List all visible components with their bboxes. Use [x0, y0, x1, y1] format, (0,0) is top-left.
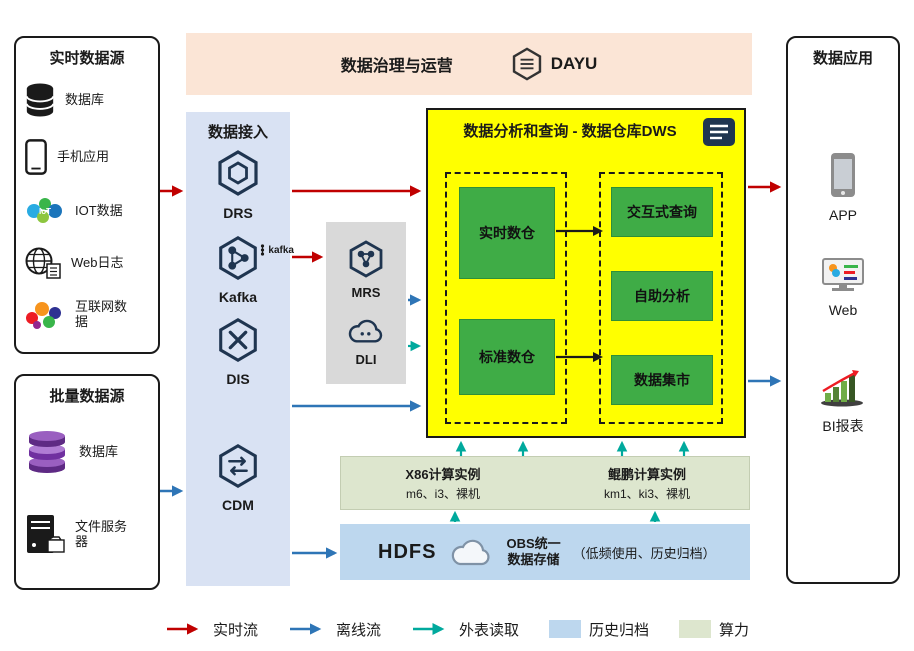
x86-compute-cell: X86计算实例 m6、i3、裸机 — [341, 457, 545, 509]
drs-hexagon-icon — [215, 148, 261, 198]
kunpeng-compute-models: km1、ki3、裸机 — [603, 487, 690, 501]
services-group: 交互式查询 自助分析 数据集市 — [599, 172, 723, 424]
ingestion-column: 数据接入 DRS kafka Kafka — [186, 112, 294, 586]
ingestion-item-dis: DIS — [186, 316, 290, 387]
panel-title: 实时数据源 — [49, 50, 125, 67]
ingestion-item-kafka: kafka Kafka — [186, 234, 294, 305]
list-item: 手机应用 — [24, 138, 154, 176]
source-label: 手机应用 — [57, 148, 110, 164]
dayu-logo: DAYU — [511, 46, 598, 82]
dis-hexagon-icon — [216, 316, 260, 364]
middleware-panel: MRS DLI — [326, 222, 406, 384]
source-label: 数据库 — [65, 91, 105, 107]
kunpeng-compute-cell: 鲲鹏计算实例 km1、ki3、裸机 — [545, 457, 749, 509]
applications-panel: 数据应用 APP Web BI报表 — [786, 36, 900, 584]
source-label: IOT数据 — [75, 202, 123, 218]
database-stack-icon — [24, 429, 70, 475]
kunpeng-compute-title: 鲲鹏计算实例 — [607, 467, 686, 482]
iot-icon: IoT — [24, 196, 66, 226]
application-item-web: Web — [788, 257, 898, 318]
middleware-item-mrs: MRS — [348, 239, 384, 300]
archive-swatch — [549, 620, 581, 638]
obs-storage-note: （低频使用、历史归档） — [572, 545, 716, 561]
self-service-analysis-box: 自助分析 — [611, 271, 713, 321]
middleware-label: DLI — [355, 352, 377, 368]
ingestion-item-drs: DRS — [186, 148, 290, 221]
legend: 实时流 离线流 外表读取 历史归档 算力 — [0, 614, 914, 644]
app-phone-icon — [829, 152, 857, 198]
batch-sources-panel: 批量数据源 数据库 文件服务器 — [14, 374, 160, 590]
cdm-hexagon-icon — [216, 442, 260, 490]
x86-compute-title: X86计算实例 — [405, 467, 481, 482]
x86-compute-models: m6、i3、裸机 — [405, 487, 480, 501]
bi-chart-icon — [819, 367, 867, 407]
internet-data-icon — [24, 300, 66, 330]
application-item-bi: BI报表 — [788, 367, 898, 436]
ingestion-item-cdm: CDM — [186, 442, 290, 513]
legend-item-realtime: 实时流 — [165, 619, 258, 640]
middleware-label: MRS — [351, 284, 381, 300]
governance-title: 数据治理与运营 — [340, 58, 453, 75]
svg-text:IoT: IoT — [39, 207, 51, 216]
list-item: Web日志 — [24, 246, 154, 280]
globe-log-icon — [24, 246, 62, 280]
kafka-logo-icon — [259, 244, 266, 256]
obs-storage-title: OBS统一 数据存储 — [506, 535, 561, 567]
dayu-hexagon-icon — [511, 46, 543, 82]
ingestion-label: DRS — [223, 205, 253, 221]
red-arrow-icon — [165, 623, 205, 635]
ingestion-title: 数据接入 — [207, 124, 268, 141]
legend-item-external: 外表读取 — [411, 619, 519, 640]
kafka-hexagon-icon — [216, 234, 260, 282]
list-item: IoT IOT数据 — [24, 196, 154, 226]
compute-swatch — [679, 620, 712, 638]
ingestion-label: DIS — [226, 371, 250, 387]
mrs-hexagon-icon — [348, 239, 384, 279]
kafka-wordmark: kafka — [259, 244, 294, 256]
legend-item-offline: 离线流 — [288, 619, 381, 640]
source-label: 文件服务器 — [75, 519, 128, 549]
legend-item-archive: 历史归档 — [549, 619, 649, 640]
dws-title: 数据分析和查询 - 数据仓库DWS — [463, 123, 677, 140]
dli-cloud-icon — [345, 316, 387, 346]
mobile-phone-icon — [24, 138, 48, 176]
list-item: 数据库 — [24, 429, 154, 475]
compute-instances-bar: X86计算实例 m6、i3、裸机 鲲鹏计算实例 km1、ki3、裸机 — [340, 456, 750, 510]
list-item: 文件服务器 — [24, 513, 154, 557]
teal-arrow-icon — [411, 623, 451, 635]
hdfs-label: HDFS — [378, 540, 437, 563]
interactive-query-box: 交互式查询 — [611, 187, 713, 237]
list-item: 互联网数据 — [24, 299, 154, 330]
obs-cloud-icon — [448, 536, 494, 568]
application-label: BI报表 — [822, 418, 864, 434]
dws-document-icon — [702, 117, 736, 147]
source-label: 互联网数据 — [75, 299, 128, 329]
ingestion-label: CDM — [222, 497, 254, 513]
file-server-icon — [24, 513, 66, 557]
panel-title: 批量数据源 — [49, 388, 125, 405]
legend-item-compute: 算力 — [679, 619, 749, 640]
source-label: Web日志 — [71, 254, 124, 270]
ingestion-label: Kafka — [218, 289, 258, 305]
realtime-warehouse-box: 实时数仓 — [459, 187, 555, 279]
warehouse-group: 实时数仓 标准数仓 — [445, 172, 567, 424]
list-item: 数据库 — [24, 82, 154, 118]
application-label: APP — [828, 207, 857, 223]
dws-warehouse-panel: 数据分析和查询 - 数据仓库DWS 实时数仓 标准数仓 交互式查询 自助分析 数… — [426, 108, 746, 438]
storage-bar: HDFS OBS统一 数据存储 （低频使用、历史归档） — [340, 524, 750, 580]
data-mart-box: 数据集市 — [611, 355, 713, 405]
database-icon — [24, 82, 56, 118]
standard-warehouse-box: 标准数仓 — [459, 319, 555, 395]
application-label: Web — [828, 302, 858, 318]
web-monitor-icon — [820, 257, 866, 293]
middleware-item-dli: DLI — [345, 316, 387, 367]
source-label: 数据库 — [79, 443, 119, 459]
panel-title: 数据应用 — [812, 50, 873, 67]
realtime-sources-panel: 实时数据源 数据库 手机应用 IoT IOT数据 — [14, 36, 160, 354]
governance-banner: 数据治理与运营 DAYU — [186, 33, 752, 95]
blue-arrow-icon — [288, 623, 328, 635]
dayu-label: DAYU — [550, 54, 598, 73]
application-item-app: APP — [788, 152, 898, 223]
